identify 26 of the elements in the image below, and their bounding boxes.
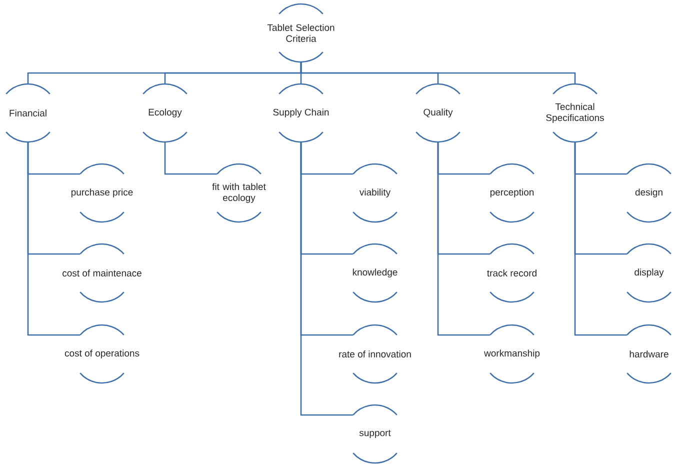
connector-line [437,142,490,336]
arc-node: purchase price [71,163,133,223]
arc-node: Supply Chain [273,83,329,143]
arc-node: design [626,163,672,223]
connector-line [574,142,627,336]
arc-node: workmanship [484,324,540,384]
arc-node: Tablet Selection Criteria [267,3,334,63]
arc-node: Quality [415,83,461,143]
connector-line [164,142,217,175]
arc-node: cost of operations [64,324,140,384]
arc-node: viability [352,163,398,223]
arc-node: Ecology [142,83,188,143]
arc-node: fit with tablet ecology [212,163,266,223]
arc-node: cost of maintenace [62,243,142,303]
connector-line [300,62,576,84]
arc-node: hardware [626,324,672,384]
arc-node: rate of innovation [339,324,411,384]
arc-node: knowledge [352,243,398,303]
arc-node: Financial [5,83,51,143]
arc-node: display [626,243,672,303]
arc-node: Technical Specifications [546,83,604,143]
arc-node: support [352,404,398,464]
connector-line [27,142,80,336]
connector-line [300,142,353,416]
arc-node: track record [487,243,536,303]
arc-node: perception [489,163,535,223]
